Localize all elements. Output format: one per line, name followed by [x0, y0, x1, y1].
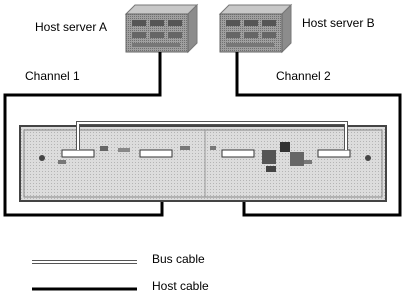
storage-array-icon	[19, 125, 387, 202]
host-server-b-label: Host server B	[302, 16, 375, 30]
channel-2-label: Channel 2	[276, 69, 331, 83]
channel-2-host-cable	[235, 52, 402, 217]
channel-1-label: Channel 1	[25, 69, 80, 83]
array-bus-cable	[76, 121, 348, 150]
channel-1-host-cable	[3, 52, 164, 217]
host-server-b-icon	[218, 3, 293, 54]
host-server-a-label: Host server A	[35, 20, 108, 34]
legend-host-cable-label: Host cable	[152, 279, 209, 293]
legend-bus-cable-label: Bus cable	[152, 252, 205, 266]
host-server-a-icon	[124, 3, 199, 54]
